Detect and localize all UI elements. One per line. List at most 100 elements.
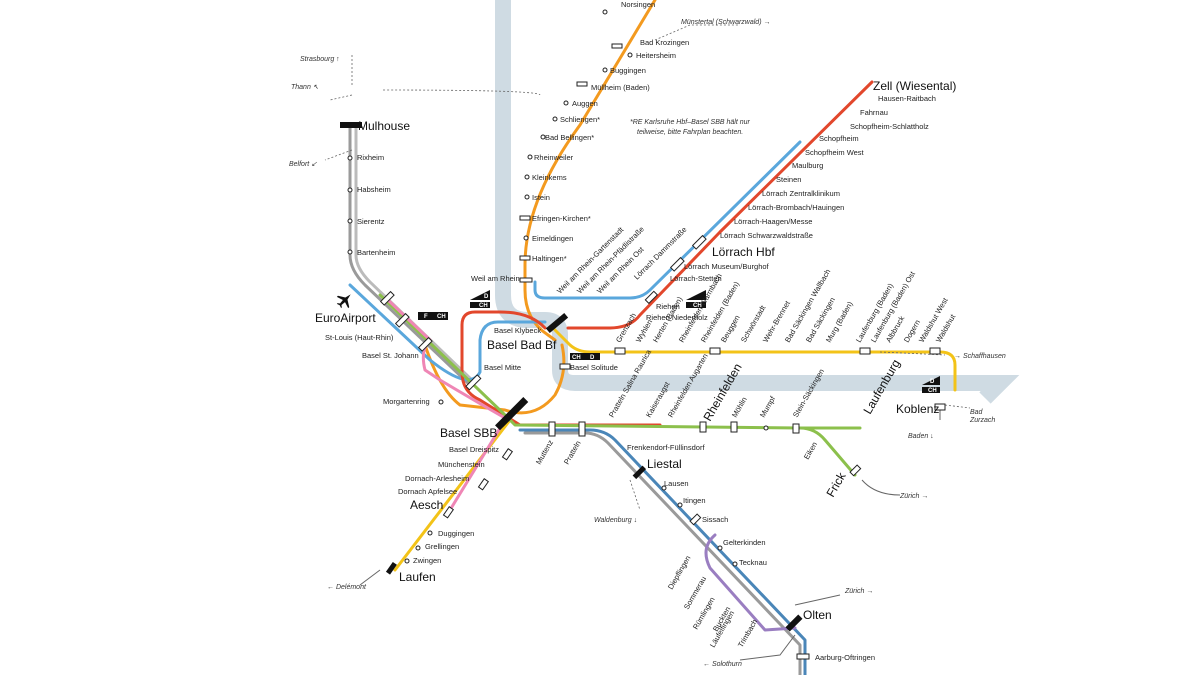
svg-text:D: D: [484, 294, 489, 300]
label-basel-solitude: Basel Solitude: [570, 363, 618, 372]
label-riehen: Riehen: [656, 302, 680, 311]
rhine-river-east: [900, 375, 1020, 404]
stop-kleinkems: [524, 174, 530, 180]
stop-auggen: [563, 100, 569, 106]
stop-markers: [347, 9, 946, 660]
label-laufen: Laufen: [399, 570, 436, 584]
label-norsingen: Norsingen: [621, 0, 655, 9]
border-marker-euroairport: F CH: [418, 312, 448, 320]
branch-olten-zuerich: [794, 594, 841, 606]
branch-zurzach: [944, 404, 971, 409]
label-dornach-arlesheim: Dornach-Arlesheim: [405, 474, 469, 483]
label-basel-klybeck: Basel Klybeck: [494, 326, 541, 335]
dest-muenstertal: Münstertal (Schwarzwald) →: [681, 19, 770, 26]
label-hausen-raitbach: Hausen-Raitbach: [878, 94, 936, 103]
branch-waldenburg: [629, 479, 641, 511]
label-bad-krozingen: Bad Krozingen: [640, 38, 689, 47]
line-green-frick: [378, 293, 857, 477]
dest-baden: Baden ↓: [908, 433, 934, 440]
stop-efringen: [519, 215, 531, 221]
branch-muenstertal: [654, 24, 740, 41]
branch-thann: [329, 94, 353, 101]
stop-habsheim: [347, 187, 353, 193]
label-buggingen: Buggingen: [610, 66, 646, 75]
stop-euroairport: [379, 290, 395, 306]
stop-lausen: [661, 485, 667, 491]
dest-bad-zurzach-line1: Bad: [970, 409, 984, 416]
stop-duggingen: [427, 530, 433, 536]
stop-frick: [849, 464, 862, 477]
hub-basel-bad-bf: [545, 312, 569, 334]
label-basel-dreispitz: Basel Dreispitz: [449, 445, 499, 454]
svg-text:D: D: [930, 379, 935, 385]
branch-muenstertal-west: [382, 89, 541, 96]
label-aesch: Aesch: [410, 498, 443, 512]
label-eiken: Eiken: [802, 440, 819, 461]
dest-zuerich-frick: Zürich →: [899, 493, 928, 500]
stop-muellheim: [576, 81, 588, 87]
label-basel-mitte: Basel Mitte: [484, 363, 521, 372]
label-sierentz: Sierentz: [357, 217, 385, 226]
svg-text:CH: CH: [572, 355, 581, 361]
label-moehlin: Möhlin: [730, 395, 749, 419]
stop-istein: [524, 194, 530, 200]
footnote-line2: teilweise, bitte Fahrplan beachten.: [637, 129, 743, 136]
dest-zuerich-olten: Zürich →: [844, 588, 873, 595]
label-duggingen: Duggingen: [438, 529, 474, 538]
stop-zwingen: [404, 558, 410, 564]
branch-schaffhausen: [879, 351, 946, 356]
line-purple-hauenstein: [704, 533, 797, 632]
label-basel-st-johann: Basel St. Johann: [362, 351, 419, 360]
stop-rixheim: [347, 155, 353, 161]
label-gelterkinden: Gelterkinden: [723, 538, 766, 547]
svg-text:D: D: [590, 355, 595, 361]
svg-text:D: D: [687, 294, 692, 300]
label-haltingen: Haltingen*: [532, 254, 567, 263]
line-red-loop: [460, 310, 662, 427]
stop-tecknau: [732, 561, 738, 567]
label-loerrach-zentralklinikum: Lörrach Zentralklinikum: [762, 189, 840, 198]
stop-buggingen: [602, 67, 608, 73]
stop-bartenheim: [347, 249, 353, 255]
hub-olten: [785, 614, 803, 632]
label-frenkendorf: Frenkendorf-Füllinsdorf: [627, 443, 705, 452]
label-maulburg: Maulburg: [792, 161, 823, 170]
line-red-wiesental: [566, 80, 874, 330]
stop-stein-saeckingen: [792, 423, 800, 434]
label-habsheim: Habsheim: [357, 185, 391, 194]
label-muttenz: Muttenz: [534, 438, 555, 466]
label-tecknau: Tecknau: [739, 558, 767, 567]
dest-thann: Thann ↖: [291, 84, 319, 91]
dest-bad-zurzach-line2: Zurzach: [969, 417, 995, 424]
label-schopfheim-west: Schopfheim West: [805, 148, 865, 157]
label-istein: Istein: [532, 193, 550, 202]
stop-waldshut: [929, 347, 941, 355]
svg-text:CH: CH: [437, 314, 446, 320]
label-liestal: Liestal: [647, 457, 682, 471]
stop-moehlin: [730, 421, 738, 433]
label-pratteln: Pratteln: [562, 439, 583, 466]
stop-norsingen: [602, 9, 608, 15]
stop-bad-krozingen: [611, 43, 623, 49]
stop-weil-am-rhein: [519, 277, 533, 283]
label-rheinweiler: Rheinweiler: [534, 153, 574, 162]
label-basel-bad-bf: Basel Bad Bf: [487, 338, 557, 352]
stop-basel-mitte: [465, 374, 482, 391]
stop-morgartenring: [438, 399, 444, 405]
stop-bad-bellingen: [540, 134, 546, 140]
stop-sierentz: [347, 218, 353, 224]
label-schopfheim: Schopfheim: [819, 134, 859, 143]
branch-delemont: [359, 569, 381, 586]
label-bad-bellingen: Bad Bellingen*: [545, 133, 594, 142]
stop-dreispitz: [501, 448, 514, 461]
stop-schliengen: [552, 116, 558, 122]
label-olten: Olten: [803, 608, 832, 622]
line-grey-olten: [523, 431, 802, 675]
border-marker-solitude: CH D: [570, 353, 600, 361]
label-dornach-apfelsee: Dornach Apfelsee: [398, 487, 457, 496]
destination-labels: Strasbourg ↑ Thann ↖ Belfort ↙ Münsterta…: [289, 19, 1006, 668]
svg-text:F: F: [424, 314, 428, 320]
label-zell: Zell (Wiesental): [873, 79, 956, 93]
label-zwingen: Zwingen: [413, 556, 441, 565]
stop-loerrach-museum: [669, 256, 685, 272]
